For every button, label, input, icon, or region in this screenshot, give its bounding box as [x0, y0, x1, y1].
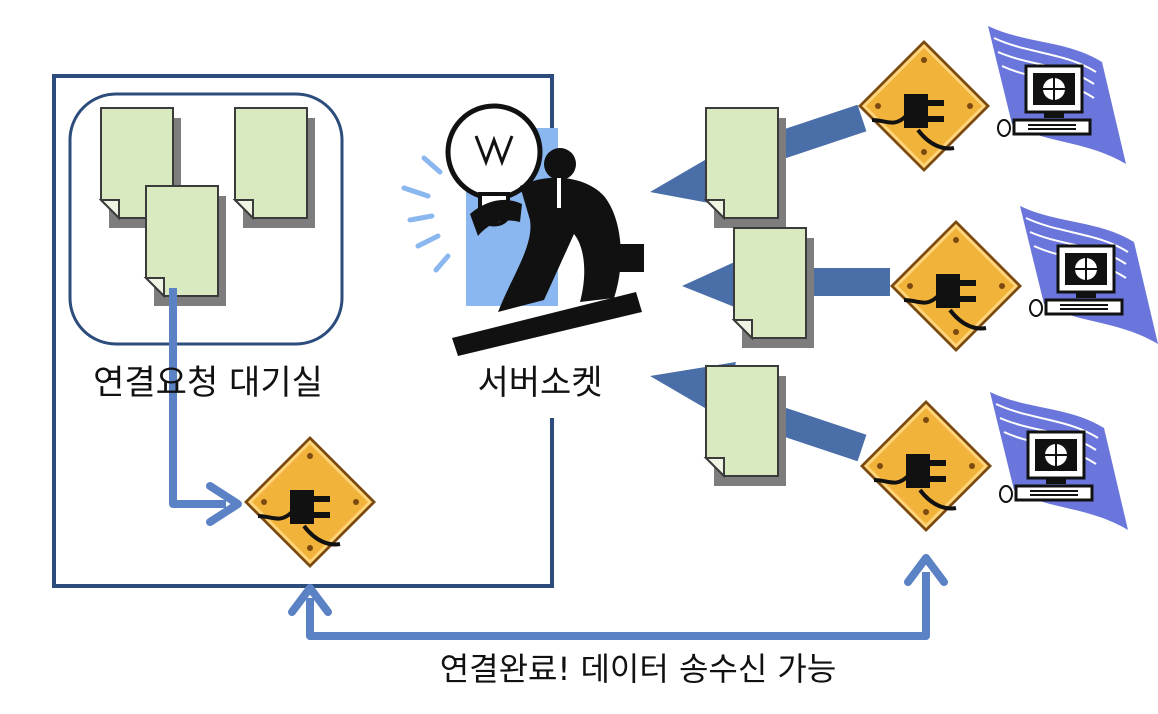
desktop-computer-icon [988, 390, 1130, 532]
plug-warning-sign-icon [856, 38, 992, 174]
document-icon [234, 107, 316, 229]
plug-warning-sign-icon [858, 398, 994, 534]
document-icon [145, 185, 227, 307]
accept-arrow [169, 288, 226, 508]
backlog-queue-box [68, 92, 344, 346]
plug-warning-sign-icon [888, 218, 1024, 354]
document-icon [733, 227, 815, 349]
server-socket-label: 서버소켓 [477, 363, 602, 403]
accept-arrowhead [206, 482, 242, 526]
server-boundary [52, 74, 554, 588]
data-transfer-arrowhead [904, 554, 948, 586]
data-transfer-connector [306, 572, 930, 640]
document-icon [705, 365, 787, 487]
plug-warning-sign-icon [242, 434, 378, 570]
document-icon [705, 107, 787, 229]
desktop-computer-icon [986, 24, 1128, 166]
connection-complete-label: 연결완료! 데이터 송수신 가능 [440, 650, 837, 688]
backlog-queue-label: 연결요청 대기실 [93, 363, 323, 403]
desktop-computer-icon [1018, 204, 1158, 346]
businessman-with-lightbulb-icon [401, 103, 644, 356]
data-transfer-arrowhead [288, 584, 332, 616]
